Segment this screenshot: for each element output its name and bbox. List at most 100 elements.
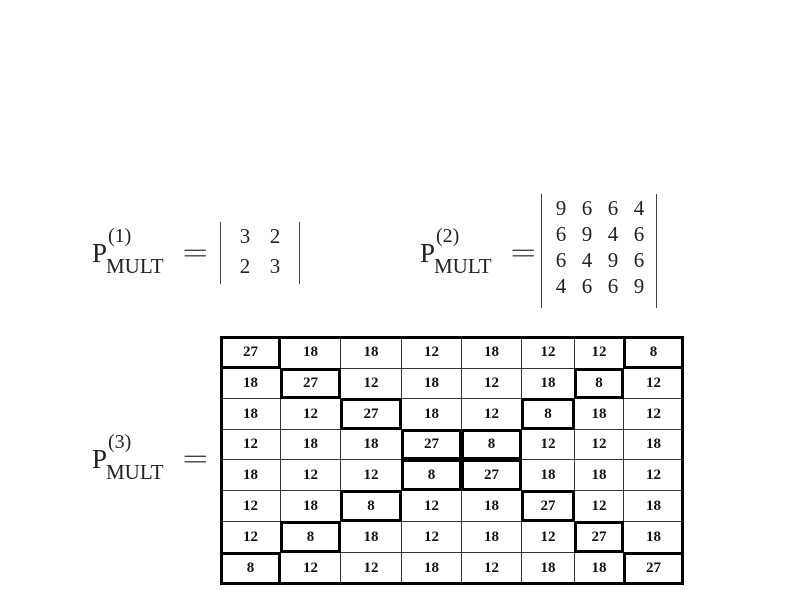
p3-matrix-cell: 18: [461, 336, 522, 369]
p3-matrix-cell: 18: [623, 521, 684, 553]
p3-matrix-cell: 18: [521, 552, 575, 585]
p3-matrix-cell: 18: [401, 368, 462, 399]
p3-matrix-cell: 12: [461, 398, 522, 430]
p3-matrix-cell: 18: [574, 398, 624, 430]
p3-matrix-cell: 18: [574, 459, 624, 491]
p2-matrix-cell: 9: [607, 248, 619, 272]
p3-matrix-cell: 12: [521, 336, 575, 369]
p3-matrix-cell: 27: [623, 552, 684, 585]
p3-matrix-cell: 8: [220, 552, 281, 585]
p3-matrix-cell: 8: [521, 398, 575, 430]
p3-matrix-cell: 18: [521, 368, 575, 399]
p2-matrix-cell: 4: [555, 274, 567, 298]
p3-matrix-cell: 12: [521, 521, 575, 553]
p1-label: P (1) MULT: [92, 226, 164, 277]
p3-matrix-cell: 27: [574, 521, 624, 553]
p3-matrix-cell: 18: [220, 368, 281, 399]
p1-matrix-cell: 3: [269, 254, 281, 278]
p3-matrix-cell: 12: [340, 368, 402, 399]
p3-matrix-cell: 18: [623, 490, 684, 522]
p3-matrix-cell: 27: [461, 459, 522, 491]
p3-matrix-cell: 18: [220, 459, 281, 491]
p3-matrix-cell: 8: [340, 490, 402, 522]
p3-matrix-cell: 18: [401, 552, 462, 585]
p3-label: P (3) MULT: [92, 432, 164, 483]
p3-matrix-cell: 12: [280, 459, 341, 491]
p3-matrix-cell: 27: [220, 336, 281, 369]
p2-matrix-cell: 9: [633, 274, 645, 298]
p3-matrix-cell: 18: [280, 429, 341, 460]
p3-matrix-cell: 12: [623, 459, 684, 491]
p3-matrix-cell: 12: [574, 336, 624, 369]
p1-matrix-cell: 2: [269, 224, 281, 248]
p3-superscript: (3): [108, 431, 132, 453]
p3-matrix-cell: 18: [340, 429, 402, 460]
p3-matrix-cell: 12: [220, 429, 281, 460]
p2-matrix-cell: 6: [555, 222, 567, 246]
p2-symbol: P: [420, 238, 436, 268]
p3-matrix-cell: 18: [340, 521, 402, 553]
p3-matrix-cell: 18: [280, 490, 341, 522]
p1-equals: =: [181, 233, 210, 273]
p3-matrix-cell: 12: [401, 521, 462, 553]
p3-matrix-cell: 8: [623, 336, 684, 369]
p2-subscript: MULT: [434, 254, 492, 278]
p1-matrix-cell: 2: [239, 254, 251, 278]
p3-matrix-cell: 27: [340, 398, 402, 430]
p3-matrix-cell: 12: [461, 368, 522, 399]
p2-matrix-cell: 6: [581, 274, 593, 298]
p3-equals: =: [181, 439, 210, 479]
p3-matrix-cell: 12: [280, 398, 341, 430]
p3-matrix-cell: 18: [574, 552, 624, 585]
p3-matrix-cell: 18: [340, 336, 402, 369]
p1-superscript: (1): [108, 225, 132, 247]
p3-matrix-cell: 8: [401, 459, 462, 491]
p2-matrix-cell: 6: [633, 248, 645, 272]
p2-label: P (2) MULT: [420, 226, 492, 277]
p2-matrix-cell: 4: [581, 248, 593, 272]
p2-matrix-cell: 4: [607, 222, 619, 246]
p1-subscript: MULT: [106, 254, 164, 278]
p2-matrix-cell: 6: [607, 196, 619, 220]
p2-matrix-cell: 6: [581, 196, 593, 220]
p3-matrix-cell: 8: [280, 521, 341, 553]
p1-matrix-cell: 3: [239, 224, 251, 248]
p2-matrix-cell: 6: [633, 222, 645, 246]
p3-matrix-cell: 18: [461, 521, 522, 553]
p3-matrix-cell: 27: [280, 368, 341, 399]
p3-symbol: P: [92, 444, 108, 474]
p3-matrix-cell: 12: [401, 336, 462, 369]
p3-matrix-cell: 12: [574, 490, 624, 522]
p3-matrix-cell: 12: [521, 429, 575, 460]
p1-symbol: P: [92, 238, 108, 268]
p3-matrix-cell: 12: [340, 459, 402, 491]
p3-matrix-cell: 8: [461, 429, 522, 460]
p3-matrix-cell: 12: [220, 521, 281, 553]
p3-matrix-cell: 12: [574, 429, 624, 460]
p3-matrix-cell: 12: [401, 490, 462, 522]
p3-matrix-cell: 12: [623, 368, 684, 399]
p3-matrix-cell: 12: [340, 552, 402, 585]
p3-subscript: MULT: [106, 460, 164, 484]
p3-matrix-cell: 12: [623, 398, 684, 430]
p3-matrix-cell: 12: [461, 552, 522, 585]
p2-matrix-cell: 9: [555, 196, 567, 220]
p3-matrix-cell: 12: [280, 552, 341, 585]
p2-superscript: (2): [436, 225, 460, 247]
p2-equals: =: [509, 233, 538, 273]
p3-matrix-cell: 27: [401, 429, 462, 460]
p2-matrix-cell: 4: [633, 196, 645, 220]
p3-matrix-cell: 18: [401, 398, 462, 430]
p2-matrix-cell: 6: [607, 274, 619, 298]
p3-matrix-cell: 8: [574, 368, 624, 399]
p2-matrix-cell: 9: [581, 222, 593, 246]
p3-matrix-cell: 18: [280, 336, 341, 369]
p3-matrix-cell: 18: [521, 459, 575, 491]
p3-matrix-cell: 27: [521, 490, 575, 522]
p3-matrix-cell: 12: [220, 490, 281, 522]
p3-matrix-cell: 18: [220, 398, 281, 430]
p3-matrix-cell: 18: [461, 490, 522, 522]
p3-matrix-cell: 18: [623, 429, 684, 460]
